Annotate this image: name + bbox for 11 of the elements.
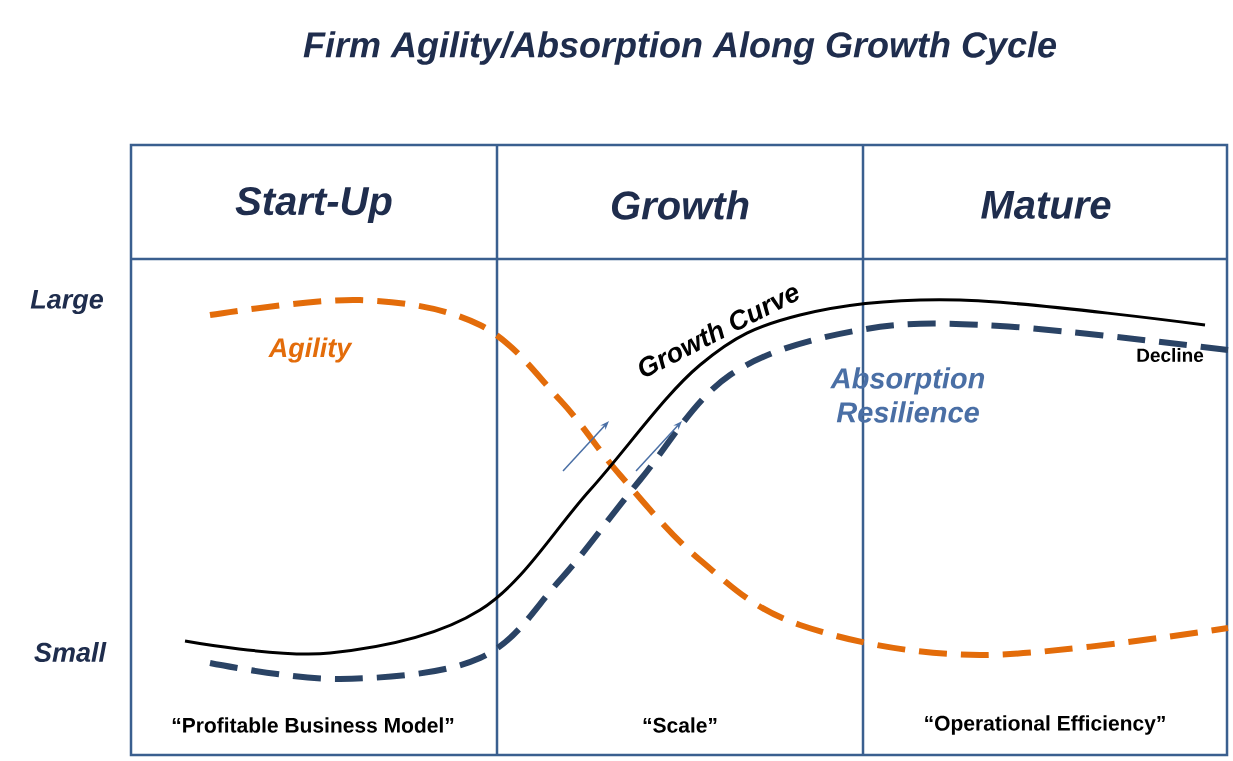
curve-label: Agility: [268, 337, 353, 363]
title: Firm Agility/Absorption Along Growth Cycle: [303, 31, 1057, 65]
axis-label: Small: [34, 642, 107, 662]
stage-caption: “Profitable Business Model”: [172, 717, 454, 733]
axis-label: Large: [30, 289, 103, 315]
column-header: Growth: [612, 190, 749, 220]
column-header: Mature: [981, 191, 1111, 219]
stage-caption: “Scale”: [643, 717, 717, 733]
stage-caption: “Operational Efficiency”: [925, 715, 1165, 735]
column-header: Start-Up: [235, 186, 392, 224]
curve-label: Decline: [1137, 348, 1204, 362]
